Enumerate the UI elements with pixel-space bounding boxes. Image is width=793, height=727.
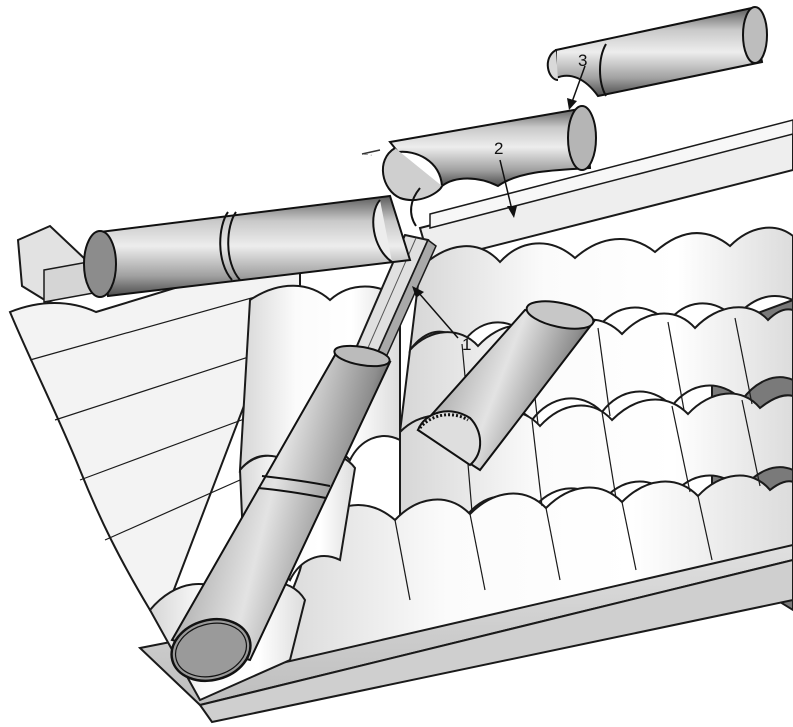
ridge-cap-piece-2: ~ · [361,105,597,227]
ridge-cap-piece-3 [546,6,768,98]
hip-pipe-long [170,344,392,683]
svg-text:~ ·: ~ · [364,152,372,159]
ridge-pipe-horizontal [83,194,412,298]
callout-leaders [412,65,586,339]
hip-pipe-short [416,300,597,472]
callout-2: 2 [494,139,503,158]
callout-3: 3 [578,51,587,70]
callout-1: 1 [462,335,471,354]
